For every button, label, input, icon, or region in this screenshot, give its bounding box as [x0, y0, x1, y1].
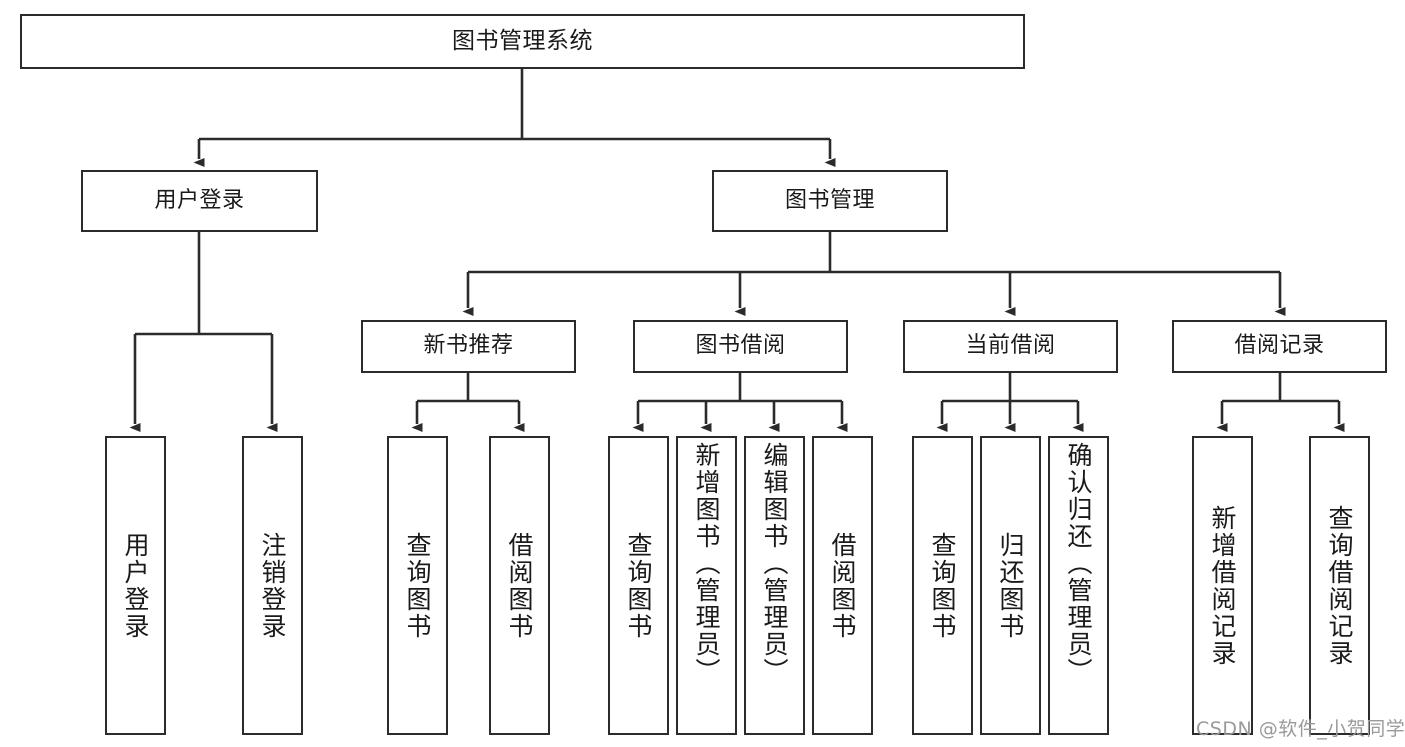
node-leaf-confirm-return-label: 确认归还（管理员）	[1064, 442, 1093, 685]
node-root[interactable]: 图书管理系统	[20, 14, 1025, 69]
node-book-manage-label: 图书管理	[784, 187, 875, 213]
node-leaf-borrow-book-2[interactable]: 借阅图书	[812, 436, 873, 735]
node-book-borrow[interactable]: 图书借阅	[633, 320, 848, 373]
node-leaf-borrow-book-2-label: 借阅图书	[828, 531, 857, 640]
node-leaf-query-book-1-label: 查询图书	[403, 531, 432, 640]
node-leaf-borrow-book-1-label: 借阅图书	[505, 531, 534, 640]
node-leaf-query-book-3-label: 查询图书	[928, 531, 957, 640]
node-book-manage[interactable]: 图书管理	[712, 170, 948, 232]
node-leaf-add-book-label: 新增图书（管理员）	[692, 442, 721, 685]
node-new-book-recommend[interactable]: 新书推荐	[361, 320, 576, 373]
node-leaf-user-logout-label: 注销登录	[258, 531, 287, 640]
node-root-label: 图书管理系统	[452, 27, 593, 54]
node-leaf-query-record-label: 查询借阅记录	[1325, 504, 1354, 667]
node-new-book-recommend-label: 新书推荐	[423, 333, 514, 359]
node-leaf-user-login[interactable]: 用户登录	[105, 436, 166, 735]
csdn-watermark: CSDN @软件_小贺同学	[1196, 718, 1405, 740]
node-book-borrow-label: 图书借阅	[695, 333, 786, 359]
node-leaf-user-login-label: 用户登录	[121, 531, 150, 640]
node-leaf-edit-book-label: 编辑图书（管理员）	[760, 442, 789, 685]
node-leaf-borrow-book-1[interactable]: 借阅图书	[489, 436, 550, 735]
node-leaf-return-book[interactable]: 归还图书	[980, 436, 1041, 735]
node-leaf-query-book-1[interactable]: 查询图书	[387, 436, 448, 735]
node-leaf-return-book-label: 归还图书	[996, 531, 1025, 640]
node-leaf-confirm-return[interactable]: 确认归还（管理员）	[1048, 436, 1109, 735]
node-current-borrow[interactable]: 当前借阅	[903, 320, 1118, 373]
node-user-login-label: 用户登录	[154, 187, 245, 213]
node-user-login[interactable]: 用户登录	[81, 170, 318, 232]
node-leaf-user-logout[interactable]: 注销登录	[242, 436, 303, 735]
node-leaf-add-book[interactable]: 新增图书（管理员）	[676, 436, 737, 735]
node-borrow-record-label: 借阅记录	[1234, 333, 1325, 359]
node-leaf-edit-book[interactable]: 编辑图书（管理员）	[744, 436, 805, 735]
node-leaf-query-record[interactable]: 查询借阅记录	[1309, 436, 1370, 735]
node-current-borrow-label: 当前借阅	[965, 333, 1056, 359]
node-leaf-query-book-2-label: 查询图书	[624, 531, 653, 640]
node-leaf-add-record-label: 新增借阅记录	[1208, 504, 1237, 667]
node-leaf-add-record[interactable]: 新增借阅记录	[1192, 436, 1253, 735]
node-leaf-query-book-3[interactable]: 查询图书	[912, 436, 973, 735]
node-borrow-record[interactable]: 借阅记录	[1172, 320, 1387, 373]
node-leaf-query-book-2[interactable]: 查询图书	[608, 436, 669, 735]
